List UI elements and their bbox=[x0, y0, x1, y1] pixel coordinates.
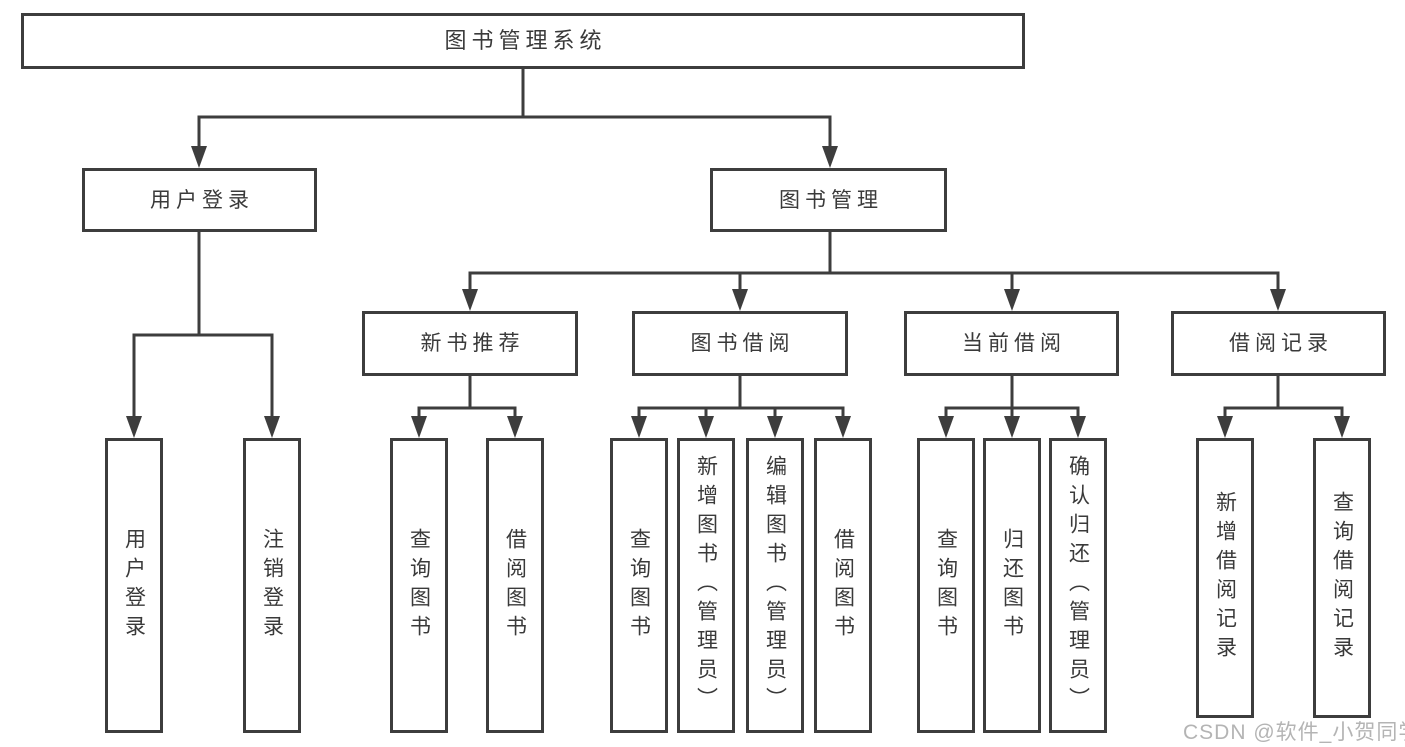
leaf-add-book-admin: 新增图书（管理员） bbox=[677, 438, 735, 733]
connector-user-login bbox=[132, 232, 274, 420]
node-book-borrow-label: 图书借阅 bbox=[690, 332, 795, 355]
leaf-logout-label: 注销登录 bbox=[260, 527, 284, 644]
arrowhead bbox=[462, 289, 478, 311]
leaf-borrow-books-borrow-label: 借阅图书 bbox=[831, 527, 855, 644]
arrowhead bbox=[264, 416, 280, 438]
leaf-return-book-label: 归还图书 bbox=[1000, 527, 1024, 644]
arrowhead bbox=[1270, 289, 1286, 311]
node-system-root-label: 图书管理系统 bbox=[444, 28, 607, 53]
leaf-add-borrow-record-label: 新增借阅记录 bbox=[1213, 491, 1237, 665]
leaf-borrow-books-recommend-label: 借阅图书 bbox=[503, 527, 527, 644]
leaf-logout: 注销登录 bbox=[243, 438, 301, 733]
arrowheads bbox=[126, 146, 1350, 438]
leaf-return-book: 归还图书 bbox=[983, 438, 1041, 733]
leaf-edit-book-admin: 编辑图书（管理员） bbox=[746, 438, 804, 733]
arrowhead bbox=[767, 416, 783, 438]
arrowhead bbox=[1004, 289, 1020, 311]
node-borrow-records: 借阅记录 bbox=[1171, 311, 1386, 376]
arrowhead bbox=[1070, 416, 1086, 438]
leaf-query-borrow-record-label: 查询借阅记录 bbox=[1330, 491, 1354, 665]
leaf-confirm-return-admin-label: 确认归还（管理员） bbox=[1066, 455, 1090, 716]
connector-new-book-recommend bbox=[417, 376, 517, 420]
node-book-management: 图书管理 bbox=[710, 168, 947, 232]
node-new-book-recommend-label: 新书推荐 bbox=[420, 332, 525, 355]
arrowhead bbox=[732, 289, 748, 311]
node-new-book-recommend: 新书推荐 bbox=[362, 311, 578, 376]
leaf-query-books-current: 查询图书 bbox=[917, 438, 975, 733]
arrowhead bbox=[191, 146, 207, 168]
leaf-edit-book-admin-label: 编辑图书（管理员） bbox=[763, 455, 787, 716]
arrowhead bbox=[938, 416, 954, 438]
watermark: CSDN @软件_小贺同学 bbox=[1183, 721, 1405, 744]
connector-borrow-records bbox=[1223, 376, 1344, 420]
arrowhead bbox=[507, 416, 523, 438]
node-book-management-label: 图书管理 bbox=[779, 188, 883, 212]
connector-root bbox=[197, 66, 832, 150]
connector-book-management bbox=[468, 232, 1280, 293]
node-current-borrow-label: 当前借阅 bbox=[962, 332, 1066, 355]
leaf-query-books-recommend: 查询图书 bbox=[390, 438, 448, 733]
leaf-user-login: 用户登录 bbox=[105, 438, 163, 733]
connector-book-borrow bbox=[637, 376, 845, 420]
leaf-query-books-borrow-label: 查询图书 bbox=[627, 527, 651, 644]
arrowhead bbox=[698, 416, 714, 438]
leaf-query-books-current-label: 查询图书 bbox=[934, 527, 958, 644]
leaf-add-borrow-record: 新增借阅记录 bbox=[1196, 438, 1254, 718]
arrowhead bbox=[835, 416, 851, 438]
leaf-confirm-return-admin: 确认归还（管理员） bbox=[1049, 438, 1107, 733]
leaf-borrow-books-recommend: 借阅图书 bbox=[486, 438, 544, 733]
arrowhead bbox=[1217, 416, 1233, 438]
node-borrow-records-label: 借阅记录 bbox=[1229, 332, 1333, 355]
leaf-user-login-label: 用户登录 bbox=[122, 527, 146, 644]
arrowhead bbox=[822, 146, 838, 168]
arrowhead bbox=[411, 416, 427, 438]
node-user-login-label: 用户登录 bbox=[150, 188, 254, 212]
node-user-login: 用户登录 bbox=[82, 168, 317, 232]
node-book-borrow: 图书借阅 bbox=[632, 311, 848, 376]
leaf-add-book-admin-label: 新增图书（管理员） bbox=[694, 455, 718, 716]
arrowhead bbox=[126, 416, 142, 438]
leaf-borrow-books-borrow: 借阅图书 bbox=[814, 438, 872, 733]
node-current-borrow: 当前借阅 bbox=[904, 311, 1119, 376]
arrowhead bbox=[1334, 416, 1350, 438]
connector-current-borrow bbox=[944, 376, 1080, 420]
leaf-query-books-recommend-label: 查询图书 bbox=[407, 527, 431, 644]
arrowhead bbox=[1004, 416, 1020, 438]
leaf-query-borrow-record: 查询借阅记录 bbox=[1313, 438, 1371, 718]
leaf-query-books-borrow: 查询图书 bbox=[610, 438, 668, 733]
node-system-root: 图书管理系统 bbox=[21, 13, 1025, 69]
arrowhead bbox=[631, 416, 647, 438]
